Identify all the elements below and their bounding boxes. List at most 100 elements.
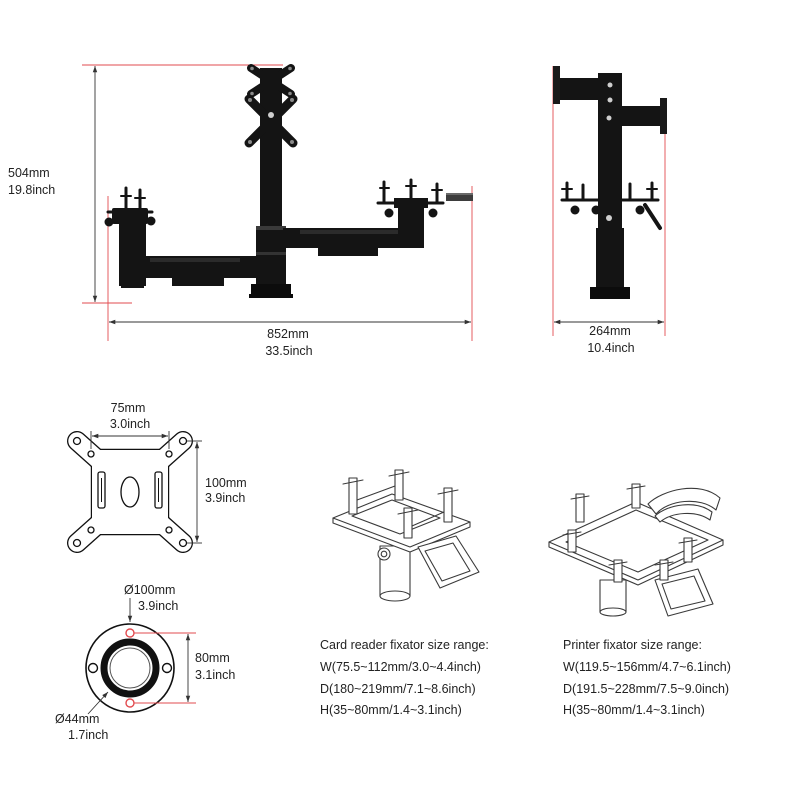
card-reader-guide bbox=[356, 485, 396, 501]
card-reader-handle-inner bbox=[424, 542, 471, 582]
base-80-inch-label: 3.1inch bbox=[195, 668, 235, 682]
front-left-post bbox=[119, 222, 146, 286]
card-reader-claw bbox=[394, 469, 404, 501]
front-printer-fixator bbox=[376, 178, 445, 218]
front-printer-plate-edge bbox=[446, 193, 473, 195]
side-pole-screw bbox=[607, 97, 613, 103]
vesa-100-mm-label: 100mm bbox=[205, 476, 247, 490]
side-pole-screw bbox=[607, 82, 613, 88]
card-reader-claw-tab bbox=[388, 471, 410, 477]
front-view: 504mm 19.8inch 852mm 33.5inch bbox=[8, 64, 473, 358]
printer-claw bbox=[631, 483, 641, 509]
side-pole-lower bbox=[596, 228, 624, 290]
front-right-post bbox=[398, 206, 424, 248]
vesa-hole-100 bbox=[178, 538, 188, 548]
vesa-hole-100 bbox=[72, 436, 82, 446]
vesa-hole-75 bbox=[165, 526, 173, 534]
base-plate-inner-bore bbox=[109, 647, 151, 689]
side-view: 264mm 10.4inch bbox=[552, 66, 667, 355]
side-top-left-arm bbox=[560, 78, 600, 100]
base-44-inch-label: 1.7inch bbox=[68, 728, 108, 742]
card-reader-fixator: Card reader fixator size range: W(75.5~1… bbox=[320, 469, 489, 717]
vesa-plate-detail: 75mm 3.0inch 100mm 3.9inch bbox=[67, 401, 247, 553]
side-view-stand bbox=[553, 66, 667, 299]
printer-claw bbox=[567, 529, 577, 553]
base-plate-detail: Ø100mm 3.9inch 80mm 3.1inch Ø44mm 1.7inc… bbox=[55, 583, 235, 742]
front-left-holder bbox=[112, 208, 148, 224]
vesa-center-oval bbox=[120, 476, 140, 508]
front-left-arm-highlight bbox=[150, 258, 240, 262]
side-top-left-monitor-plate bbox=[553, 66, 560, 104]
printer-post-bottom bbox=[599, 607, 627, 617]
card-reader-height-range: H(35~80mm/1.4~3.1inch) bbox=[320, 703, 462, 717]
printer-fixator-illustration bbox=[548, 483, 724, 617]
printer-fixator: Printer fixator size range: W(119.5~156m… bbox=[548, 483, 731, 717]
card-reader-title: Card reader fixator size range: bbox=[320, 638, 489, 652]
base-plate-hole-left bbox=[87, 662, 99, 674]
front-pole-collar bbox=[256, 252, 286, 255]
vesa-hole-75 bbox=[87, 526, 95, 534]
base-44-mm-label: Ø44mm bbox=[55, 712, 99, 726]
base-80-mm-label: 80mm bbox=[195, 651, 230, 665]
vesa-hole-100 bbox=[72, 538, 82, 548]
printer-bracket-lower bbox=[654, 504, 713, 523]
front-vesa-plate-bottom bbox=[244, 94, 298, 148]
printer-claw bbox=[613, 559, 623, 583]
card-reader-tray-cutout bbox=[351, 499, 441, 535]
printer-depth-range: D(191.5~228mm/7.5~9.0inch) bbox=[563, 682, 729, 696]
printer-claw-tab bbox=[608, 561, 628, 566]
front-height-mm-label: 504mm bbox=[8, 166, 50, 180]
front-vesa-plate-top bbox=[247, 64, 295, 98]
card-reader-width-range: W(75.5~112mm/3.0~4.4inch) bbox=[320, 660, 481, 674]
front-base-foot bbox=[249, 294, 293, 298]
base-plate-hole-top bbox=[125, 628, 135, 638]
side-pole-upper bbox=[598, 73, 622, 233]
vesa-hole-100 bbox=[178, 436, 188, 446]
side-depth-mm-label: 264mm bbox=[589, 324, 631, 338]
base-100-mm-label: Ø100mm bbox=[124, 583, 175, 597]
front-left-post-foot bbox=[121, 284, 144, 288]
printer-claw-tab bbox=[654, 561, 674, 566]
front-view-stand bbox=[104, 64, 473, 298]
printer-title: Printer fixator size range: bbox=[563, 638, 702, 652]
side-pole-screw bbox=[606, 115, 612, 121]
base-plate-hole-right bbox=[161, 662, 173, 674]
printer-handle-inner bbox=[661, 575, 706, 610]
front-pole-collar bbox=[256, 226, 286, 230]
front-pole-upper bbox=[260, 68, 282, 228]
card-reader-depth-range: D(180~219mm/7.1~8.6inch) bbox=[320, 682, 476, 696]
printer-width-range: W(119.5~156mm/4.7~6.1inch) bbox=[563, 660, 731, 674]
card-reader-knob-center bbox=[380, 550, 388, 558]
front-left-arm-joint bbox=[172, 275, 224, 286]
card-reader-claw bbox=[348, 477, 358, 515]
front-width-inch-label: 33.5inch bbox=[265, 344, 312, 358]
front-width-mm-label: 852mm bbox=[267, 327, 309, 341]
vesa-75-mm-label: 75mm bbox=[111, 401, 146, 415]
card-reader-post-bottom bbox=[379, 590, 411, 602]
card-reader-fixator-illustration bbox=[332, 469, 480, 602]
front-card-reader-fixator bbox=[104, 186, 156, 227]
front-right-arm-highlight bbox=[300, 230, 400, 234]
side-base bbox=[590, 287, 630, 299]
card-reader-claw bbox=[403, 507, 413, 539]
card-reader-guide bbox=[411, 511, 445, 527]
card-reader-claw-tab bbox=[342, 479, 364, 485]
printer-claw bbox=[683, 537, 693, 563]
printer-claw-tab bbox=[678, 539, 698, 544]
base-plate-hole-bottom bbox=[125, 698, 135, 708]
vesa-hole-75 bbox=[165, 450, 173, 458]
card-reader-claw bbox=[443, 487, 453, 523]
printer-bracket bbox=[647, 487, 721, 515]
printer-claw-tab bbox=[570, 495, 590, 500]
front-height-inch-label: 19.8inch bbox=[8, 183, 55, 197]
base-plate-inner-ring bbox=[100, 638, 160, 698]
printer-height-range: H(35~80mm/1.4~3.1inch) bbox=[563, 703, 705, 717]
front-right-arm-joint bbox=[318, 245, 378, 256]
printer-post bbox=[599, 579, 627, 613]
printer-claw-tab bbox=[562, 531, 582, 536]
vesa-hole-75 bbox=[87, 450, 95, 458]
base-100-inch-label: 3.9inch bbox=[138, 599, 178, 613]
base-44-pointer bbox=[87, 691, 109, 715]
printer-claw-tab bbox=[626, 485, 646, 490]
